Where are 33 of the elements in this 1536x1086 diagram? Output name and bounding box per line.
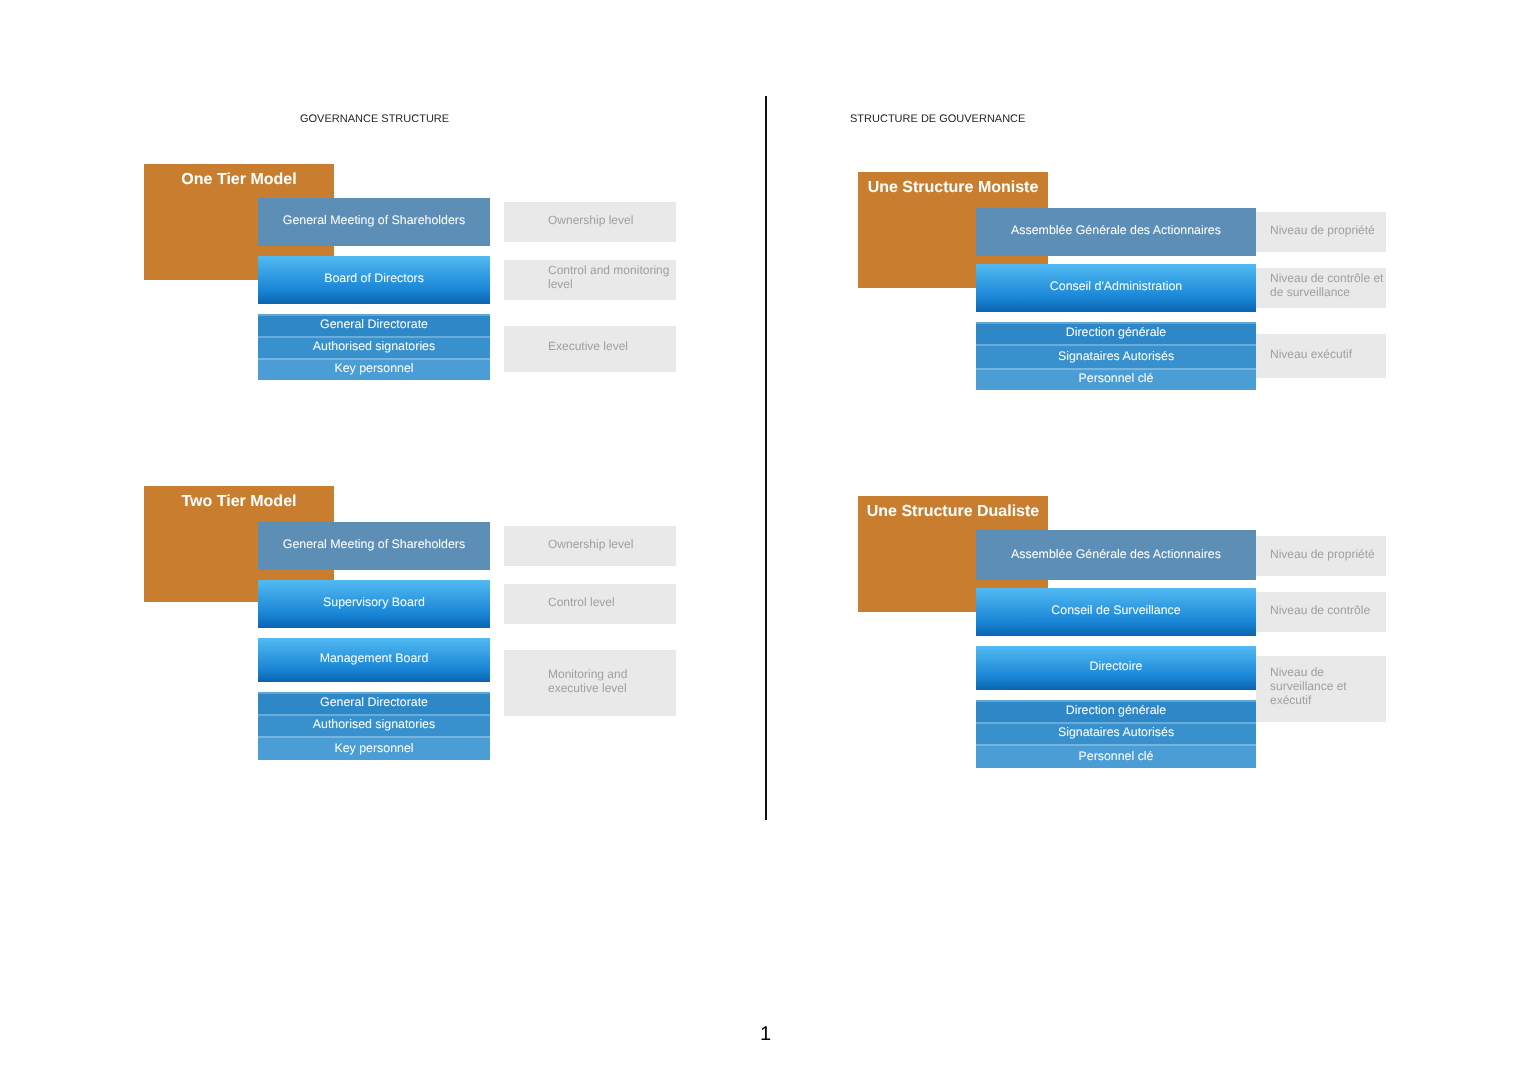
level-box: [1256, 592, 1386, 632]
governance-body-box: [258, 198, 490, 246]
governance-body-box: [258, 714, 490, 736]
governance-body-box: [258, 580, 490, 628]
governance-body-box: [258, 692, 490, 714]
governance-body-box: [976, 530, 1256, 580]
level-box: [1256, 268, 1386, 308]
model-title: One Tier Model: [181, 168, 297, 189]
governance-body-box: [258, 314, 490, 336]
governance-body-box: [976, 264, 1256, 312]
governance-body-box: [976, 744, 1256, 768]
model-title: Two Tier Model: [181, 490, 297, 511]
page-number: 1: [760, 1024, 772, 1046]
level-box: [1256, 536, 1386, 576]
governance-body-box: [258, 256, 490, 304]
governance-body-box: [976, 700, 1256, 722]
governance-body-box: [976, 344, 1256, 368]
governance-body-box: [976, 368, 1256, 390]
level-box: [1256, 212, 1386, 252]
model-title: Une Structure Dualiste: [866, 500, 1040, 521]
governance-body-box: [258, 736, 490, 760]
model-title: Une Structure Moniste: [867, 176, 1039, 197]
governance-body-box: [976, 646, 1256, 690]
governance-body-box: [258, 638, 490, 682]
governance-body-box: [976, 208, 1256, 256]
governance-body-box: [976, 722, 1256, 744]
governance-body-box: [976, 322, 1256, 344]
level-box: [1256, 656, 1386, 722]
governance-body-box: [976, 588, 1256, 636]
governance-body-box: [258, 522, 490, 570]
governance-body-box: [258, 358, 490, 380]
level-box: [1256, 334, 1386, 378]
governance-body-box: [258, 336, 490, 358]
